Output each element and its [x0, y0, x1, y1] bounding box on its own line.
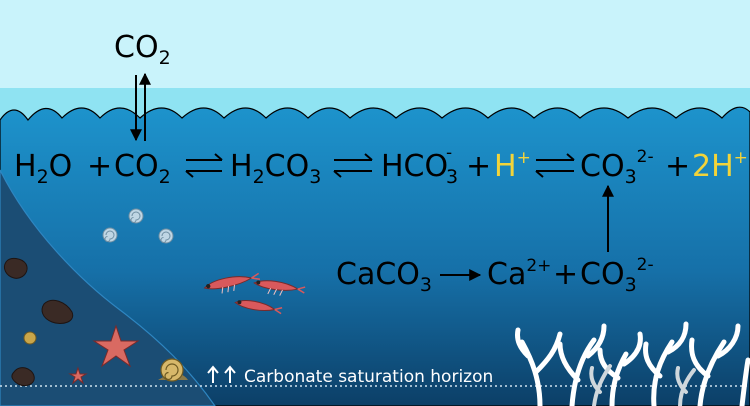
formula-hco3-sub: 3 — [446, 166, 458, 188]
saturation-horizon-label: Carbonate saturation horizon — [244, 367, 493, 387]
krill-icon — [253, 280, 306, 296]
equilibrium-arrow-icon — [535, 153, 575, 178]
rock-icon — [41, 299, 74, 325]
plus-sign: + — [466, 149, 491, 184]
formula-co2-dissolved: CO2 — [114, 149, 171, 188]
hydrogen-ion: H+ — [494, 148, 531, 184]
formula-carbonate-ion-product: CO32- — [580, 255, 654, 296]
starfish-icon — [68, 366, 88, 385]
rock-icon — [3, 257, 28, 279]
shell-icon — [102, 227, 118, 243]
co2-atmosphere: CO2 — [114, 30, 171, 69]
formula-h2co3: H2CO3 — [230, 149, 321, 188]
rock-icon — [11, 367, 35, 387]
formula-hco3-charge: - — [446, 143, 452, 163]
formula-carbonate-ion: CO32- — [580, 147, 654, 188]
coral-icon — [515, 321, 750, 406]
coral-icon — [589, 364, 696, 406]
shell-icon — [23, 331, 37, 345]
plus-sign: + — [87, 149, 112, 184]
shell-icon — [158, 228, 174, 244]
co2-exchange-arrows-icon — [130, 72, 151, 142]
seafloor-slope — [0, 169, 216, 406]
equilibrium-arrow-icon — [185, 153, 223, 178]
up-arrow-icon — [207, 365, 219, 383]
equilibrium-arrow-icon — [333, 153, 373, 178]
shell-icon — [128, 208, 144, 224]
formula-h2o: H2O — [14, 149, 72, 188]
formula-caco3: CaCO3 — [336, 257, 432, 296]
starfish-icon — [92, 324, 140, 368]
ocean-water — [0, 106, 750, 406]
up-arrow-icon — [224, 365, 236, 383]
plus-sign: + — [553, 257, 578, 292]
krill-icon — [234, 300, 283, 315]
krill-icon — [203, 272, 261, 294]
hydrogen-ion-pair: 2H+ — [692, 148, 748, 184]
snail-icon — [158, 358, 188, 382]
formula-calcium-ion: Ca2+ — [487, 256, 551, 292]
formula-hco3: HCO — [381, 149, 448, 184]
plus-sign: + — [665, 149, 690, 184]
